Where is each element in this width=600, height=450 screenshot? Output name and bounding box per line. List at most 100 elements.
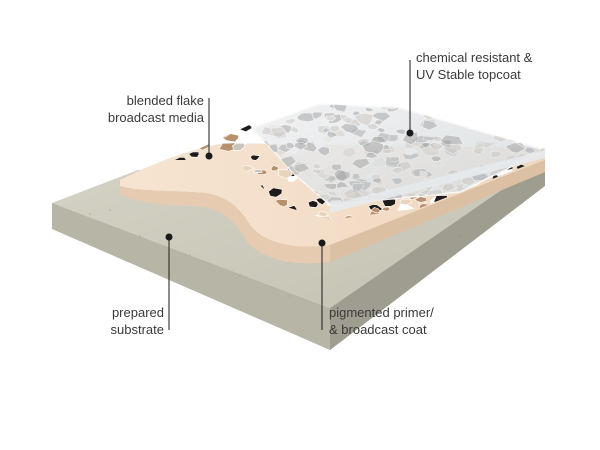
topcoat-flake-chip [283,118,296,125]
topcoat-marker-dot [406,129,414,137]
topcoat-flake-chip [351,158,371,170]
flake-chip [252,168,263,174]
flake-label-line2: broadcast media [107,110,204,125]
topcoat-flake-chip [394,128,406,135]
flake-chip [239,122,254,133]
flake-label-line1: blended flake [126,93,204,108]
flake-chip [524,122,534,128]
topcoat-flake-chip [271,104,285,111]
topcoat-flake-chip [261,126,273,136]
topcoat-flake-chip [364,107,375,113]
topcoat-label-line2: UV Stable topcoat [416,67,521,82]
topcoat-flake-chip [327,125,341,133]
topcoat-flake-chip [389,155,400,163]
topcoat-flake-chip [312,162,323,170]
topcoat-flake-chip [534,140,543,147]
topcoat-flake-chip [295,112,315,123]
flake-chip [370,207,381,214]
topcoat-flake-chip [312,169,322,175]
flake-chip [231,142,246,151]
topcoat-flake-chip [433,135,443,143]
flake-chip [546,171,553,176]
topcoat-label-line1: chemical resistant & [416,50,533,65]
topcoat-flake-chip [337,113,348,121]
topcoat-flake-chip [461,176,477,187]
primer-marker-dot [318,239,326,247]
topcoat-flake-chip [442,143,463,155]
topcoat-flake-chip [326,130,338,139]
topcoat-flake-chip [364,152,379,159]
topcoat-flake-chip [322,127,332,133]
topcoat-flake-chip [323,112,340,122]
flake-chip [516,120,536,134]
topcoat-flake-chip [325,115,337,122]
flake-chip [502,218,512,220]
topcoat-layer [250,103,548,213]
topcoat-flake-chip [439,134,464,149]
topcoat-flake-chip [452,104,470,114]
topcoat-flake-chip [290,126,300,134]
flake-chip [381,206,391,212]
flake-chip [536,192,540,201]
topcoat-flake-chip [344,118,363,129]
topcoat-flake-chip [355,137,370,147]
topcoat-flake-chip [507,142,526,152]
topcoat-flake-chip [333,169,351,182]
flake-chip [218,142,237,152]
topcoat-flake-chip [262,104,275,106]
topcoat-flake-chip [317,125,332,135]
topcoat-flake-chip [376,127,386,133]
flake-marker-dot [205,152,213,160]
topcoat-flake-chip [402,131,419,145]
topcoat-flake-chip [311,111,323,120]
flake-chip [268,187,283,198]
topcoat-flake-chip [288,104,298,106]
topcoat-flake-chip [537,104,545,108]
topcoat-flake-chip [441,183,456,192]
substrate-side-face [330,160,545,350]
substrate-label-line1: prepared [111,305,164,320]
flake-chip [490,114,498,119]
topcoat-flake-chip [340,123,360,134]
topcoat-flake-chip [326,113,343,125]
substrate-front-face [52,203,330,350]
flake-chip [381,199,396,207]
topcoat-flake-chip [326,174,337,182]
flake-chip [214,120,232,124]
topcoat-flake-chip [370,111,392,122]
flake-chip [527,208,539,215]
primer-side-edge [330,160,545,262]
substrate-label: prepared substrate [111,304,164,338]
topcoat-flake-chip [504,142,526,154]
topcoat-flake-chip [513,116,526,124]
flake-chip [198,124,211,133]
topcoat-flake-chip [302,141,318,153]
topcoat-side-edge [330,150,545,213]
flake-chip [507,120,519,121]
topcoat-flake-chip [276,143,292,153]
topcoat-flake-chip [430,155,442,162]
flake-chip [521,216,538,220]
topcoat-flake-chip [373,119,383,126]
flake-chip [196,129,208,136]
topcoat-flake-chip [353,112,374,127]
topcoat-flake-chip [361,140,384,155]
flake-chip [510,120,521,126]
topcoat-flake-chip [527,132,545,143]
topcoat-flake-chip [293,142,308,151]
topcoat-flake-chip [269,127,288,138]
topcoat-flake-chip [528,104,545,113]
flake-chip [249,154,261,161]
primer-edge [120,186,330,264]
primer-label-line1: pigmented primer/ [329,305,434,320]
topcoat-flake-chip [277,104,294,112]
topcoat-flake-chip [295,136,309,146]
topcoat-flake-chip [420,104,441,116]
topcoat-flake-chip [371,146,386,156]
flake-chip [413,196,428,203]
flake-chip [535,120,540,128]
topcoat-flake-chip [421,119,439,131]
topcoat-flake-chip [351,110,361,118]
topcoat-flake-chip [276,127,286,134]
topcoat-flake-chip [381,148,392,154]
